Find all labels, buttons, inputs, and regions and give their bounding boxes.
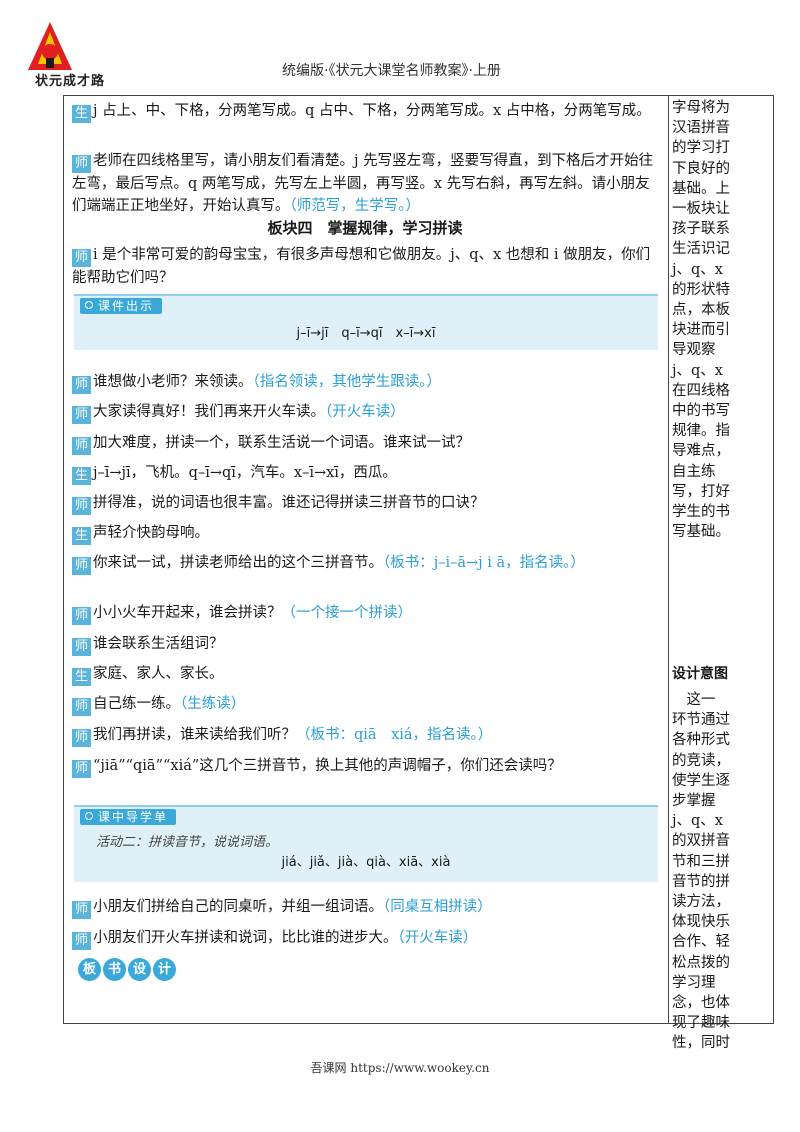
teacher-tag: 师 <box>72 932 91 950</box>
page-header-title: 统编版·《状元大课堂名师教案》·上册 <box>282 63 501 79</box>
teacher-line-5: 师加大难度，拼读一个，联系生活说一个词语。谁来试一试？ <box>72 432 658 455</box>
teacher-tag: 师 <box>72 557 91 575</box>
teacher-line-13: 师小朋友们拼给自己的同桌听，并组一组词语。（同桌互相拼读） <box>72 896 658 919</box>
courseware-banner: 课件出示 j–ī→jī q–ī→qī x–ī→xī <box>74 294 658 350</box>
teacher-line-9: 师谁会联系生活组词？ <box>72 633 658 656</box>
teacher-tag: 师 <box>72 729 91 747</box>
student-tag: 生 <box>72 105 91 123</box>
teacher-tag: 师 <box>72 638 91 656</box>
teacher-tag: 师 <box>72 497 91 515</box>
teacher-tag: 师 <box>72 607 91 625</box>
teacher-tag: 师 <box>72 760 91 778</box>
teacher-tag: 师 <box>72 155 91 173</box>
column-divider <box>668 96 669 1023</box>
courseware-content: j–ī→jī q–ī→qī x–ī→xī <box>296 326 436 341</box>
teacher-tag: 师 <box>72 249 91 267</box>
worksheet-banner: 课中导学单 活动二：拼读音节，说说词语。 jiá、jiǎ、jià、qià、xiā… <box>74 805 658 882</box>
worksheet-label: 课中导学单 <box>80 809 177 825</box>
teacher-line-3: 师谁想做小老师？来领读。（指名领读，其他学生跟读。） <box>72 371 658 394</box>
teacher-line-1: 师老师在四线格里写，请小朋友们看清楚。j 先写竖左弯，竖要写得直，到下格后才开始… <box>72 153 654 214</box>
student-line-3: 生声轻介快韵母响。 <box>72 522 658 545</box>
teacher-line-8: 师小小火车开起来，谁会拼读？（一个接一个拼读） <box>72 602 658 625</box>
teacher-line-11: 师我们再拼读，谁来读给我们听？（板书：qiā xiá，指名读。） <box>72 724 658 747</box>
logo-emblem-icon <box>28 22 72 70</box>
board-badge: 板 <box>78 958 101 981</box>
play-icon <box>85 812 93 820</box>
teacher-line-6: 师拼得准，说的词语也很丰富。谁还记得拼读三拼音节的口诀？ <box>72 492 658 515</box>
page-footer: 吾课网 https://www.wookey.cn <box>310 1061 490 1075</box>
student-line-4: 生家庭、家人、家长。 <box>72 663 658 686</box>
teacher-tag: 师 <box>72 698 91 716</box>
board-badge: 书 <box>103 958 126 981</box>
teacher-line-4: 师大家读得真好！我们再来开火车读。（开火车读） <box>72 401 658 424</box>
student-tag: 生 <box>72 467 91 485</box>
student-tag: 生 <box>72 668 91 686</box>
teacher-tag: 师 <box>72 406 91 424</box>
teacher-tag: 师 <box>72 376 91 394</box>
teacher-line-10: 师自己练一练。（生练读） <box>72 693 658 716</box>
play-icon <box>85 301 93 309</box>
side-heading-design-intent: 设计意图 <box>672 666 728 682</box>
section-title: 板块四 掌握规律，学习拼读 <box>267 219 463 237</box>
teacher-tag: 师 <box>72 437 91 455</box>
brand-logo <box>22 18 122 96</box>
board-badge: 设 <box>128 958 151 981</box>
worksheet-activity: 活动二：拼读音节，说说词语。 <box>96 835 279 850</box>
teacher-line-12: 师“jiā”“qiā”“xiá”这几个三拼音节，换上其他的声调帽子，你们还会读吗… <box>72 755 658 778</box>
teacher-line-7: 师你来试一试，拼读老师给出的这个三拼音节。（板书：j–i–ā→j i ā，指名读… <box>72 552 658 575</box>
board-design-heading: 板 书 设 计 <box>78 958 176 981</box>
student-tag: 生 <box>72 527 91 545</box>
teacher-tag: 师 <box>72 901 91 919</box>
logo-text: 状元成才路 <box>34 74 105 89</box>
worksheet-content: jiá、jiǎ、jià、qià、xiā、xià <box>281 855 451 870</box>
courseware-label: 课件出示 <box>80 298 163 314</box>
teacher-line-14: 师小朋友们开火车拼读和说词，比比谁的进步大。（开火车读） <box>72 927 658 950</box>
board-badge: 计 <box>153 958 176 981</box>
